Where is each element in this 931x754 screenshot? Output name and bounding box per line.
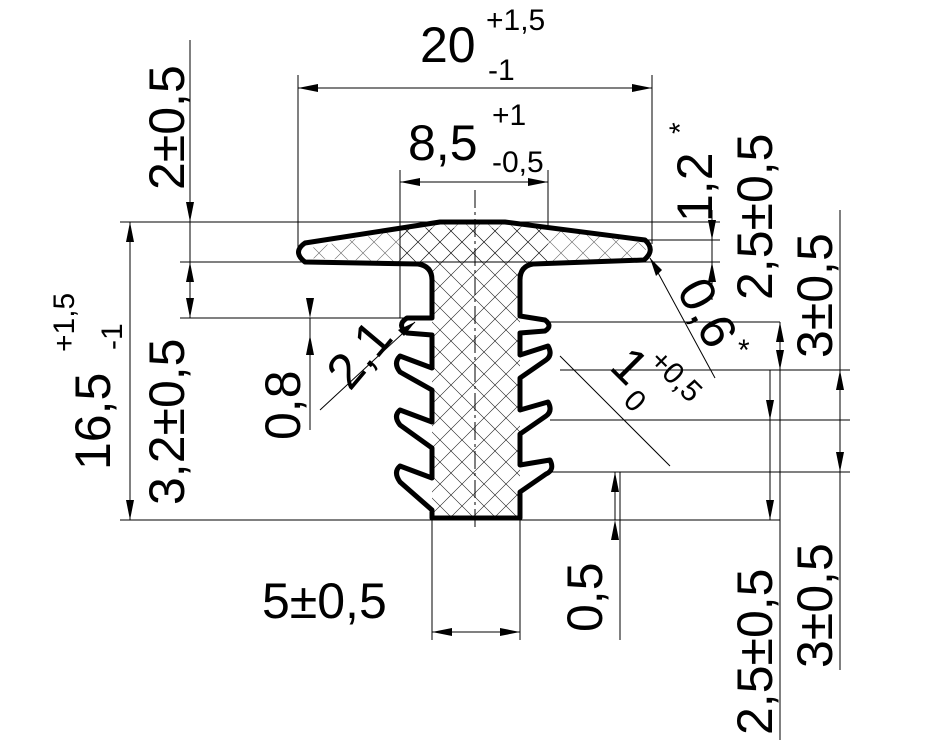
stem-width-base: 8,5 bbox=[408, 115, 478, 171]
bottom-thickness-label: 0,5 bbox=[557, 562, 613, 632]
top-width-base: 20 bbox=[420, 17, 476, 73]
cap-right-height-label: 2,5±0,5 bbox=[727, 134, 783, 300]
fin-pitch-a-label: 2,5±0,5 bbox=[727, 569, 783, 735]
extension-lines bbox=[120, 75, 850, 740]
fin-pitch-b-label: 3±0,5 bbox=[787, 543, 843, 668]
top-width-upper: +1,5 bbox=[486, 4, 545, 37]
arrowheads bbox=[126, 84, 844, 636]
neck-height-label: 3,2±0,5 bbox=[139, 339, 195, 505]
hatched-core bbox=[400, 228, 548, 518]
bottom-width-label: 5±0,5 bbox=[262, 573, 387, 629]
stem-width-lower: -0,5 bbox=[492, 146, 544, 179]
total-height-lower: -1 bbox=[96, 323, 129, 350]
notch-radius-label: 2,1 bbox=[316, 310, 404, 399]
stem-width-upper: +1 bbox=[492, 99, 526, 132]
top-offset-label: 2±0,5 bbox=[139, 65, 195, 190]
top-width-lower: -1 bbox=[488, 54, 515, 87]
fin-spacing-top-label: 3±0,5 bbox=[787, 233, 843, 358]
cap-thickness-mark: * bbox=[664, 122, 697, 134]
notch-depth-label: 0,8 bbox=[255, 370, 311, 440]
total-height-base: 16,5 bbox=[65, 373, 121, 470]
total-height-upper: +1,5 bbox=[48, 293, 81, 352]
profile-outline bbox=[296, 219, 653, 521]
cap-thickness-label: 1,2 bbox=[667, 152, 723, 222]
edge-radius-mark: * bbox=[738, 334, 750, 367]
